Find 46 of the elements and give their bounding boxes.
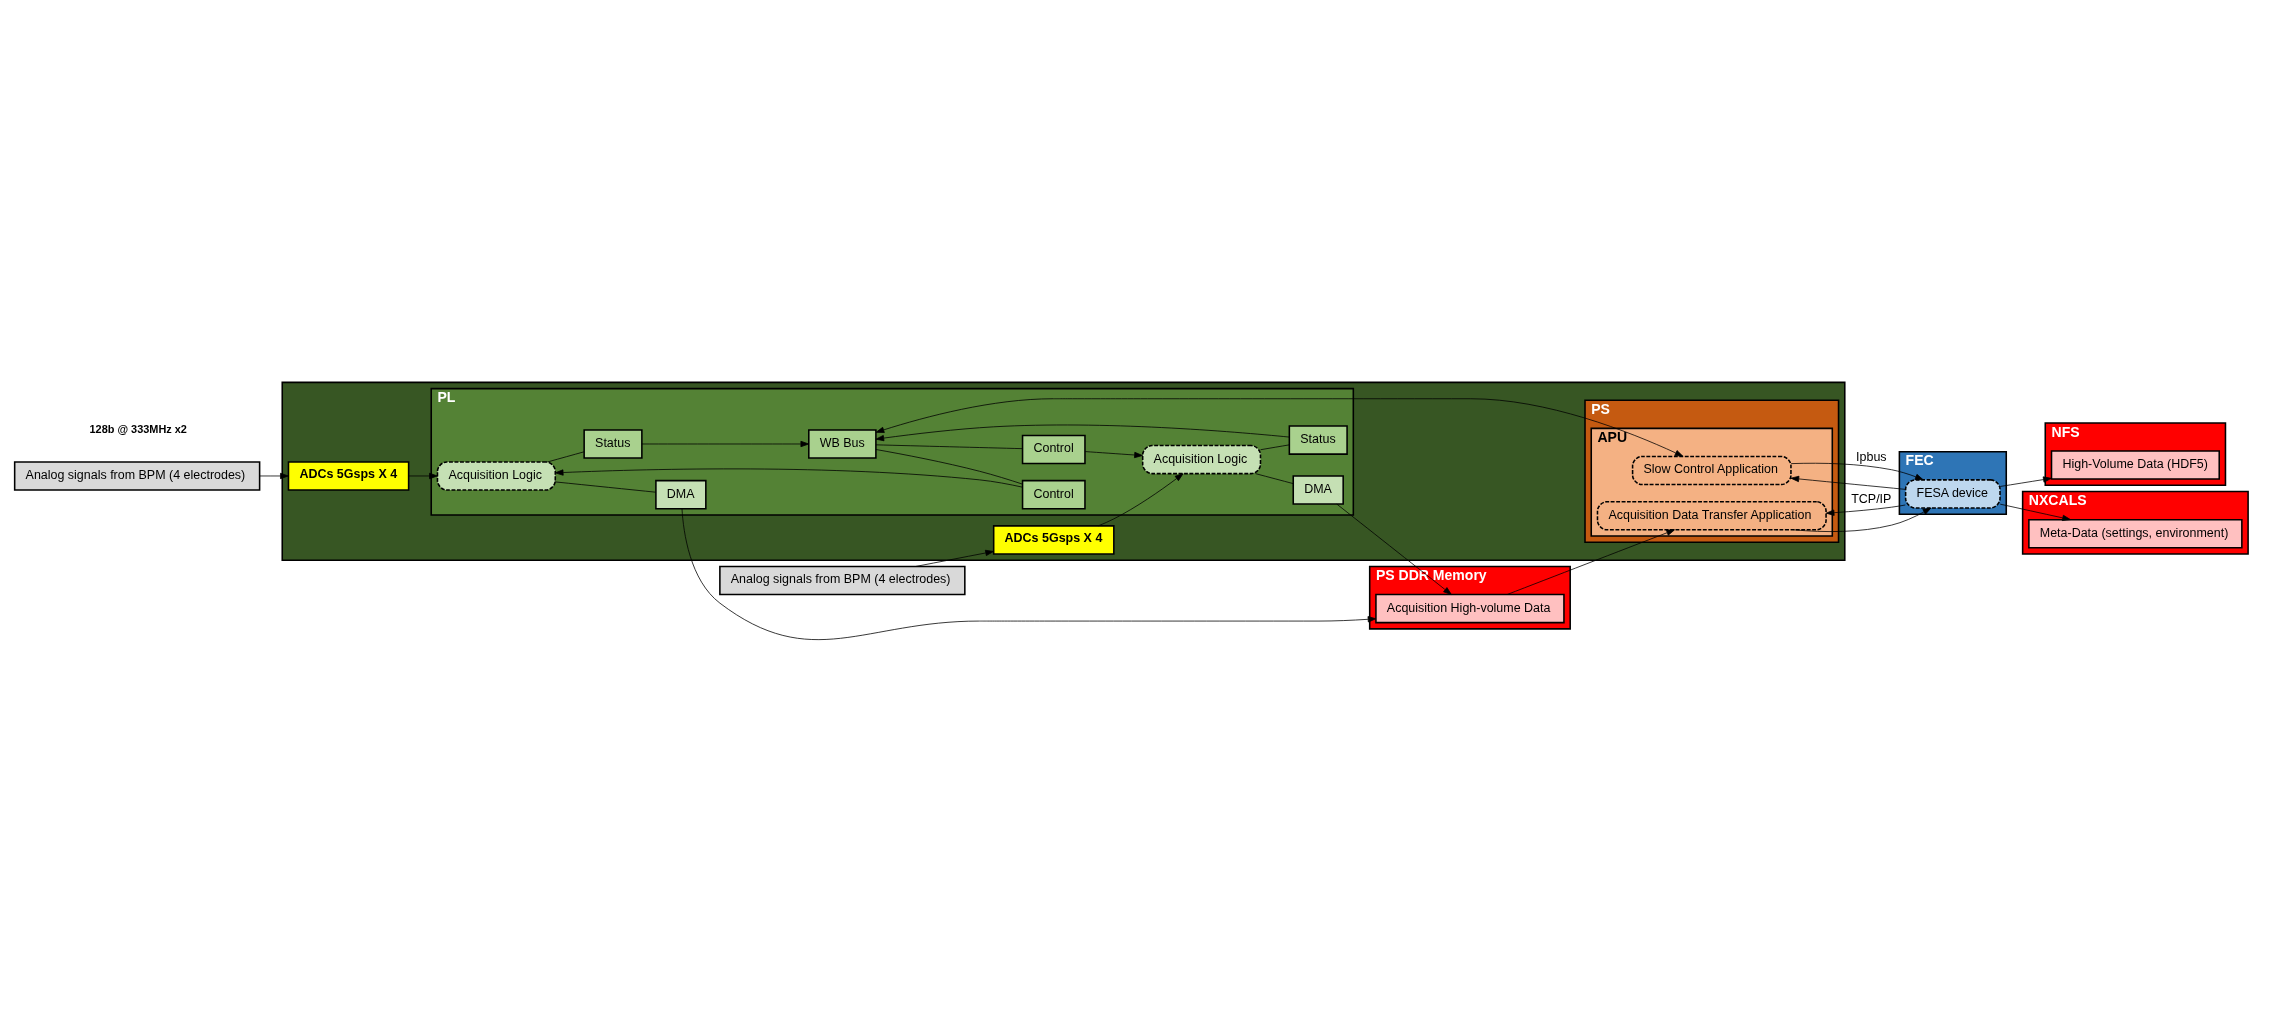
connector xyxy=(554,481,657,493)
arrow xyxy=(259,472,289,480)
arrow xyxy=(1999,503,2071,521)
arrow xyxy=(1793,507,1932,532)
label: 128b @ 333MHz x2 xyxy=(89,422,187,435)
node-box: Control xyxy=(1021,434,1086,465)
arrow xyxy=(408,472,438,480)
node-box: Acquisition Data Transfer Application xyxy=(1596,500,1827,531)
node-box: DMA xyxy=(655,479,707,510)
arrow xyxy=(1098,473,1184,527)
node-box: High-Volume Data (HDF5) xyxy=(2050,450,2220,480)
node-box: Acquisition High-volume Data xyxy=(1375,593,1565,624)
node-box: Status xyxy=(583,429,643,459)
arrow xyxy=(1506,529,1675,595)
connector xyxy=(1255,473,1294,484)
arrow xyxy=(915,549,994,567)
connector xyxy=(875,449,1023,485)
arrow xyxy=(875,398,1684,457)
arrow xyxy=(1790,462,1924,481)
connector xyxy=(1260,444,1290,451)
arrow xyxy=(1084,451,1143,459)
arrow xyxy=(1790,475,1906,490)
arrow xyxy=(554,468,1023,488)
node-box: Slow Control Application xyxy=(1631,455,1792,486)
node-box: Acquisition Logic xyxy=(436,461,557,491)
node-box: Analog signals from BPM (4 electrodes) xyxy=(13,461,261,491)
arrow xyxy=(641,440,810,448)
node-box: FESA device xyxy=(1904,479,2001,509)
connector xyxy=(547,451,585,463)
arrow xyxy=(1999,476,2052,487)
node-box: Status xyxy=(1288,425,1348,455)
node-box: Acquisition Logic xyxy=(1141,444,1262,475)
arrow xyxy=(1336,503,1452,595)
arrow xyxy=(681,508,1377,640)
node-box: ADCs 5Gsps X 4 xyxy=(287,461,410,491)
node-box: DMA xyxy=(1292,475,1344,505)
arrow xyxy=(1825,504,1906,516)
edge-label: Ipbus xyxy=(1856,450,1887,464)
node-box: ADCs 5Gsps X 4 xyxy=(992,525,1115,555)
node-box: WB Bus xyxy=(808,429,877,459)
node-box: Meta-Data (settings, environment) xyxy=(2028,518,2243,549)
connector xyxy=(875,444,1023,450)
node-box: Analog signals from BPM (4 electrodes) xyxy=(719,565,966,596)
node-box: Control xyxy=(1021,479,1086,510)
edge-label: TCP/IP xyxy=(1851,492,1892,507)
arrow xyxy=(875,424,1290,442)
